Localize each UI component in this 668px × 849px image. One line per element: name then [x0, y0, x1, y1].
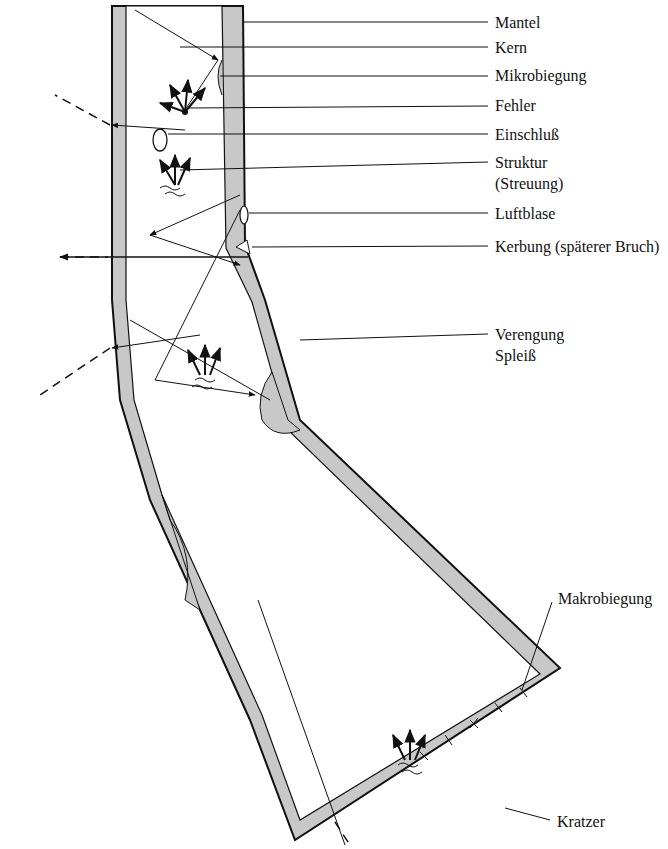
part-label: Makrobiegung: [558, 588, 652, 609]
defect: [182, 109, 188, 115]
inclusion: [153, 129, 167, 151]
light-rays: [130, 10, 345, 845]
part-label: Mikrobiegung: [495, 65, 587, 86]
core: [126, 6, 540, 820]
ray: [60, 256, 248, 257]
part-label: Einschluß: [495, 124, 559, 145]
cladding: [112, 6, 560, 840]
notch: [236, 240, 250, 254]
part-label: Kern: [495, 37, 527, 58]
splice-left: [162, 495, 200, 610]
leader-lines: [168, 22, 552, 820]
escaping-rays: [40, 95, 350, 845]
scratches: [420, 688, 527, 760]
ray: [112, 125, 185, 130]
part-label: Verengung Spleiß: [495, 324, 595, 366]
ray: [112, 335, 200, 348]
air-bubble: [240, 206, 248, 224]
part-label: Mantel: [495, 12, 540, 33]
microbend: [218, 60, 222, 95]
splice: [260, 372, 300, 433]
scatter-arrows: [160, 80, 425, 760]
part-label: Fehler: [495, 95, 536, 116]
part-label: Luftblase: [495, 203, 555, 224]
structure-squiggles: [160, 186, 422, 774]
part-label: Struktur (Streuung): [495, 152, 595, 194]
part-label: Kratzer: [557, 811, 605, 832]
part-label: Kerbung (späterer Bruch): [495, 236, 660, 257]
